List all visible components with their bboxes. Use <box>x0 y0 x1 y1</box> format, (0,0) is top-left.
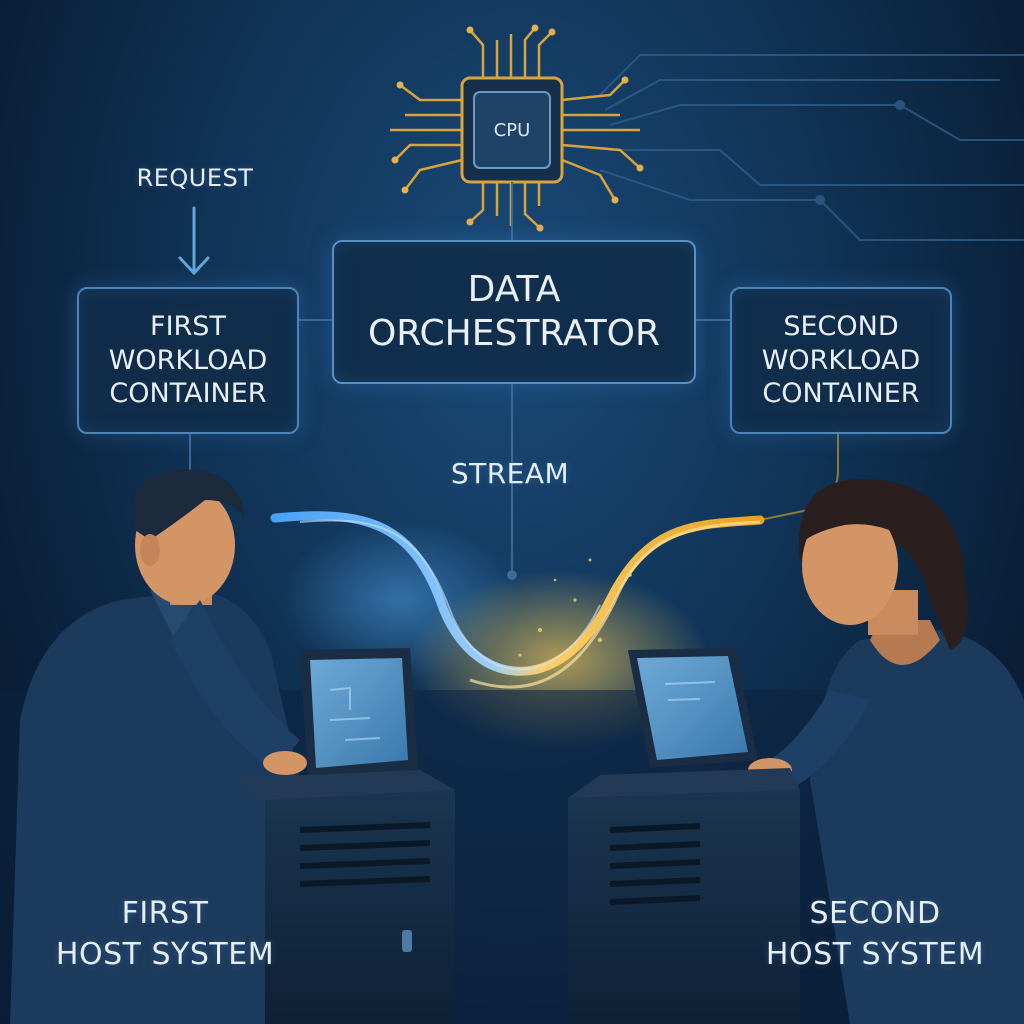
orchestrator-line-2: ORCHESTRATOR <box>367 313 661 354</box>
first-user-figure <box>10 469 307 1024</box>
first-host-line-1: FIRST <box>121 896 209 931</box>
second-host-line-1: SECOND <box>809 896 941 931</box>
second-container-line-2: WORKLOAD <box>761 344 921 376</box>
first-container-line-1: FIRST <box>150 310 226 342</box>
data-orchestrator-box: DATA ORCHESTRATOR <box>332 240 696 384</box>
second-user-figure <box>748 479 1024 1024</box>
first-container-line-3: CONTAINER <box>109 378 267 410</box>
first-host-line-2: HOST SYSTEM <box>55 937 275 973</box>
first-workload-container-box: FIRST WORKLOAD CONTAINER <box>77 287 299 434</box>
stream-label: STREAM <box>450 457 570 490</box>
server-tower-icon <box>265 790 455 1024</box>
orchestrator-line-1: DATA <box>467 269 561 311</box>
first-container-line-2: WORKLOAD <box>108 344 268 376</box>
circuit-traces <box>599 54 1024 241</box>
second-container-line-1: SECOND <box>783 310 899 342</box>
connector-lines <box>189 182 730 575</box>
request-label: REQUEST <box>136 164 254 192</box>
cpu-chip-icon <box>390 24 644 232</box>
second-container-line-3: CONTAINER <box>762 378 920 410</box>
server-tower-icon <box>568 790 800 1024</box>
second-host-line-2: HOST SYSTEM <box>765 937 985 973</box>
second-workload-container-box: SECOND WORKLOAD CONTAINER <box>730 287 952 434</box>
laptop-icon <box>568 648 800 798</box>
laptop-icon <box>240 648 455 800</box>
second-host-system-label: SECOND HOST SYSTEM <box>730 893 1020 976</box>
first-host-system-label: FIRST HOST SYSTEM <box>30 893 300 976</box>
down-arrow-icon <box>178 206 210 276</box>
cpu-label: CPU <box>493 120 531 141</box>
